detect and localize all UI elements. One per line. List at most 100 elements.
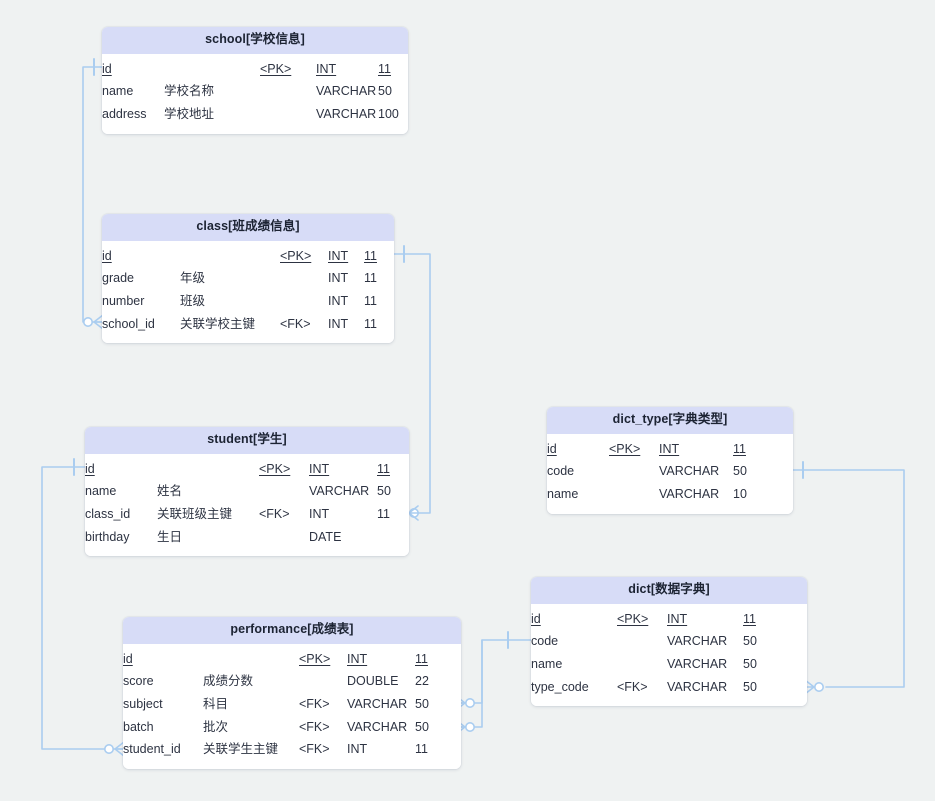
field-key-performance-batch: <FK>: [299, 719, 330, 734]
field-length-dict-type_code: 50: [743, 679, 757, 694]
field-length-school-address: 100: [378, 107, 399, 121]
field-name-dict-code: code: [531, 634, 559, 649]
field-type-dict-code: VARCHAR: [667, 634, 728, 649]
field-name-student-birthday: birthday: [85, 529, 130, 544]
field-name-school-address: address: [102, 107, 147, 121]
field-name-class-grade: grade: [102, 271, 134, 286]
field-comment-class-id: [180, 246, 280, 269]
field-name-student-class_id: class_id: [85, 507, 131, 521]
field-row-school-id[interactable]: id <PK> INT 11: [102, 59, 408, 82]
field-name-student-name: name: [85, 484, 117, 499]
field-comment-student-class_id: 关联班级主键: [157, 507, 233, 521]
field-key-performance-id: <PK>: [299, 651, 331, 666]
field-name-performance-id: id: [123, 651, 133, 666]
field-key-dict-id: <PK>: [617, 611, 649, 626]
field-name-class-school_id: school_id: [102, 316, 155, 331]
field-key-dict-name: [617, 654, 667, 677]
relationship-dicttype-dict: [792, 461, 905, 695]
field-name-dict-name: name: [531, 657, 563, 671]
field-type-student-class_id: INT: [309, 507, 330, 521]
field-type-performance-batch: VARCHAR: [347, 719, 408, 734]
field-type-class-number: INT: [328, 294, 349, 308]
field-key-class-id: <PK>: [280, 248, 312, 263]
field-type-student-birthday: DATE: [309, 529, 342, 544]
entity-title-student: student[学生]: [85, 427, 409, 454]
field-comment-student-birthday: 生日: [157, 529, 183, 544]
field-name-dict_type-id: id: [547, 441, 557, 456]
field-type-student-name: VARCHAR: [309, 484, 370, 499]
entity-title-class: class[班成绩信息]: [102, 214, 394, 241]
field-comment-school-name: 学校名称: [164, 84, 215, 99]
field-type-dict_type-code: VARCHAR: [659, 464, 720, 479]
field-length-class-id: 11: [364, 248, 377, 263]
field-type-dict-name: VARCHAR: [667, 657, 728, 671]
field-length-performance-id: 11: [415, 651, 428, 666]
field-length-student-id: 11: [377, 461, 390, 476]
field-row-student-birthday[interactable]: birthday 生日 DATE: [85, 527, 409, 550]
field-comment-performance-batch: 批次: [203, 719, 229, 734]
field-length-performance-student_id: 11: [415, 742, 428, 757]
field-type-performance-student_id: INT: [347, 742, 368, 757]
field-key-performance-subject: <FK>: [299, 697, 330, 711]
field-name-school-id: id: [102, 61, 112, 76]
field-key-dict_type-name: [609, 484, 659, 507]
field-type-school-id: INT: [316, 61, 337, 76]
field-length-performance-subject: 50: [415, 697, 429, 711]
field-comment-performance-id: [203, 649, 299, 672]
field-comment-school-address: 学校地址: [164, 107, 215, 121]
field-name-class-id: id: [102, 248, 112, 263]
field-comment-class-number: 班级: [180, 294, 206, 308]
field-key-school-name: [260, 81, 316, 104]
field-type-student-id: INT: [309, 461, 330, 476]
entity-title-school: school[学校信息]: [102, 27, 408, 54]
field-length-school-id: 11: [378, 61, 391, 76]
field-comment-performance-student_id: 关联学生主键: [203, 742, 279, 757]
field-key-performance-student_id: <FK>: [299, 742, 330, 757]
field-key-class-grade: [280, 268, 328, 291]
field-key-school-address: [260, 104, 316, 127]
field-type-dict_type-id: INT: [659, 441, 680, 456]
field-type-dict-id: INT: [667, 611, 688, 626]
entity-title-performance: performance[成绩表]: [123, 617, 461, 644]
field-key-class-number: [280, 291, 328, 314]
field-key-student-id: <PK>: [259, 461, 291, 476]
field-key-school-id: <PK>: [260, 61, 292, 76]
field-key-dict_type-id: <PK>: [609, 441, 641, 456]
field-length-dict_type-code: 50: [733, 464, 747, 479]
field-key-student-class_id: <FK>: [259, 507, 290, 521]
field-key-dict-code: [617, 631, 667, 654]
field-type-school-name: VARCHAR: [316, 84, 377, 99]
field-type-school-address: VARCHAR: [316, 107, 377, 121]
